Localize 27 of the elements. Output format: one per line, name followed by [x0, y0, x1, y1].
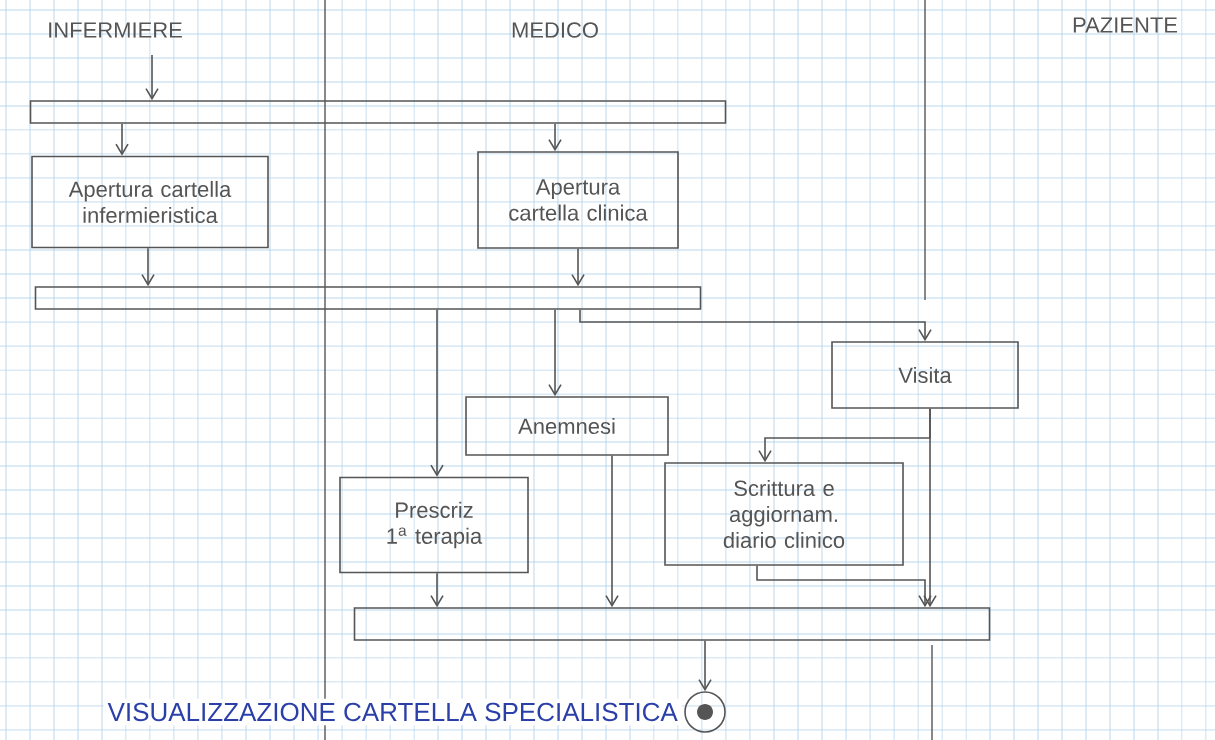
lane-header: MEDICO — [512, 22, 598, 38]
sync-bar — [29, 100, 727, 124]
action-box: Apertura cartella infermieristica — [31, 155, 269, 249]
end-label: VISUALIZZAZIONE CARTELLA SPECIALISTICA — [103, 698, 682, 726]
arrow — [430, 572, 444, 608]
arrow — [115, 123, 129, 156]
final-node — [684, 691, 726, 733]
arrow — [923, 408, 937, 608]
arrow — [141, 247, 155, 287]
lane-header: PAZIENTE — [1073, 17, 1178, 33]
action-box: Scrittura e aggiornam. diario clinico — [664, 462, 904, 566]
action-box: Prescriz 1$^{a}$ terapia — [339, 476, 529, 574]
arrow — [571, 248, 585, 287]
arrow — [605, 455, 619, 608]
arrow — [548, 309, 562, 397]
sync-bar — [353, 607, 991, 641]
arrow — [756, 565, 932, 608]
arrow — [548, 123, 562, 152]
action-box: Visita — [831, 341, 1019, 409]
arrow — [698, 640, 712, 692]
arrow — [145, 54, 159, 101]
sync-bar — [34, 286, 702, 310]
action-box: Anemnesi — [465, 396, 669, 456]
arrow — [579, 309, 932, 342]
lane-header: INFERMIERE — [49, 22, 182, 38]
arrow — [430, 309, 444, 477]
action-box: Apertura cartella clinica — [477, 151, 679, 249]
